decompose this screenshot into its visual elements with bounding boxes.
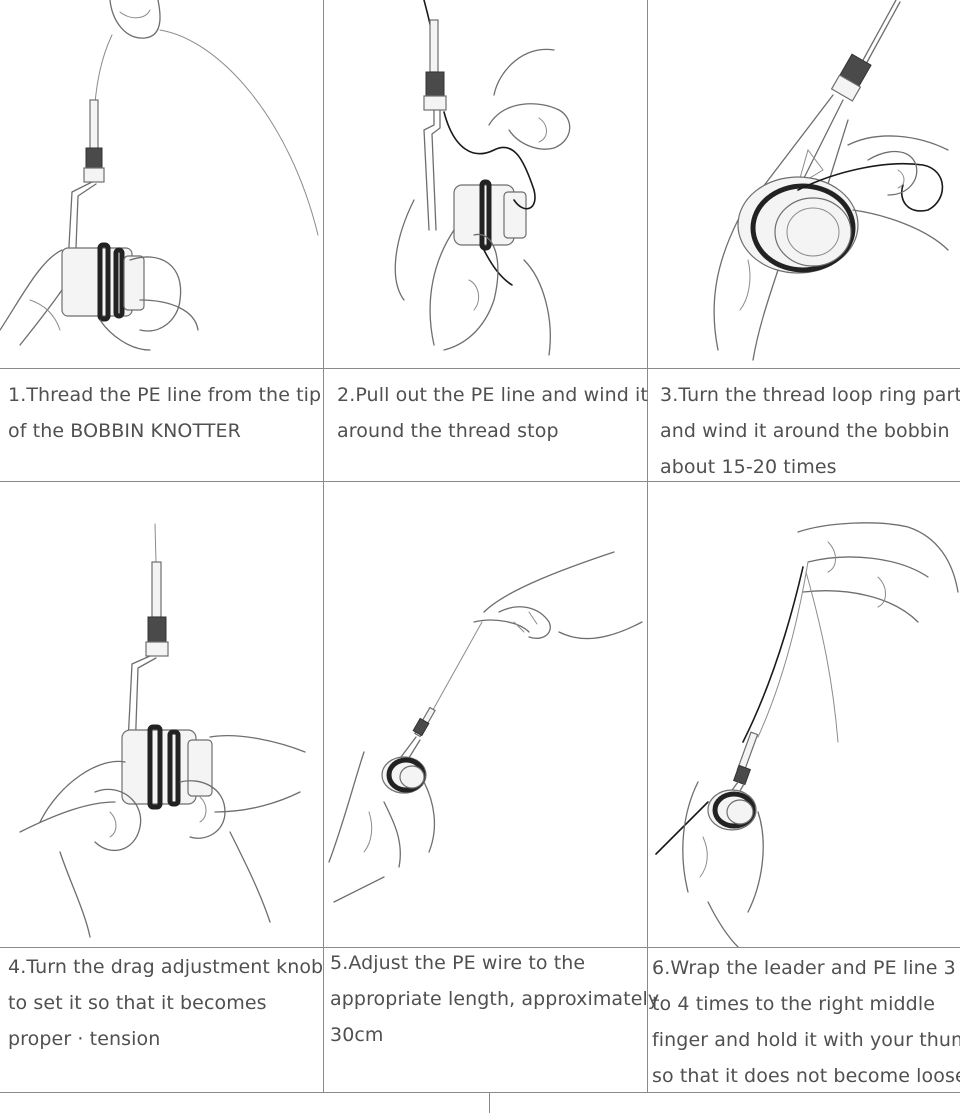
step-3-caption-line: 3.Turn the thread loop ring part — [660, 384, 960, 406]
step-2-caption: 2.Pull out the PE line and wind it aroun… — [337, 377, 648, 449]
hand-with-bobbin-illustration — [655, 522, 959, 947]
step-4-caption-line: proper · tension — [8, 1028, 161, 1050]
step-4-illustration — [0, 482, 323, 947]
divider — [0, 947, 960, 948]
step-4-caption: 4.Turn the drag adjustment knob to set i… — [8, 949, 324, 1057]
step-5-caption-line: 30cm — [330, 1024, 384, 1046]
hand-with-bobbin-illustration — [713, 0, 949, 361]
step-1-caption-line: of the BOBBIN KNOTTER — [8, 420, 241, 442]
step-6-illustration — [648, 482, 960, 947]
step-6-caption-line: finger and hold it with your thumb — [652, 1029, 960, 1051]
step-2-caption-line: 2.Pull out the PE line and wind it — [337, 384, 648, 406]
step-5-caption: 5.Adjust the PE wire to the appropriate … — [330, 945, 660, 1053]
step-3-illustration — [648, 0, 960, 368]
step-1-caption-line: 1.Thread the PE line from the tip — [8, 384, 322, 406]
hand-with-bobbin-illustration — [328, 551, 643, 903]
step-4-caption-line: 4.Turn the drag adjustment knob — [8, 956, 324, 978]
step-3-caption-line: about 15-20 times — [660, 456, 837, 478]
hand-with-bobbin-illustration — [0, 0, 319, 351]
divider — [0, 368, 960, 369]
step-1-illustration — [0, 0, 323, 368]
hand-with-bobbin-illustration — [394, 0, 571, 356]
hand-with-bobbin-illustration — [19, 523, 306, 938]
step-3-caption: 3.Turn the thread loop ring part and win… — [660, 377, 960, 485]
step-2-caption-line: around the thread stop — [337, 420, 559, 442]
divider — [647, 0, 648, 1093]
step-6-caption-line: to 4 times to the right middle — [652, 993, 935, 1015]
divider — [489, 1093, 490, 1113]
step-6-caption-line: 6.Wrap the leader and PE line 3 — [652, 957, 956, 979]
step-2-illustration — [324, 0, 647, 368]
divider — [0, 481, 960, 482]
step-3-caption-line: and wind it around the bobbin — [660, 420, 950, 442]
step-4-caption-line: to set it so that it becomes — [8, 992, 267, 1014]
divider — [0, 1092, 960, 1093]
divider — [323, 0, 324, 1093]
step-6-caption: 6.Wrap the leader and PE line 3 to 4 tim… — [652, 950, 960, 1094]
step-1-caption: 1.Thread the PE line from the tip of the… — [8, 377, 322, 449]
step-5-caption-line: appropriate length, approximately — [330, 988, 660, 1010]
step-5-illustration — [324, 482, 647, 947]
step-5-caption-line: 5.Adjust the PE wire to the — [330, 952, 586, 974]
step-6-caption-line: so that it does not become loose — [652, 1065, 960, 1087]
